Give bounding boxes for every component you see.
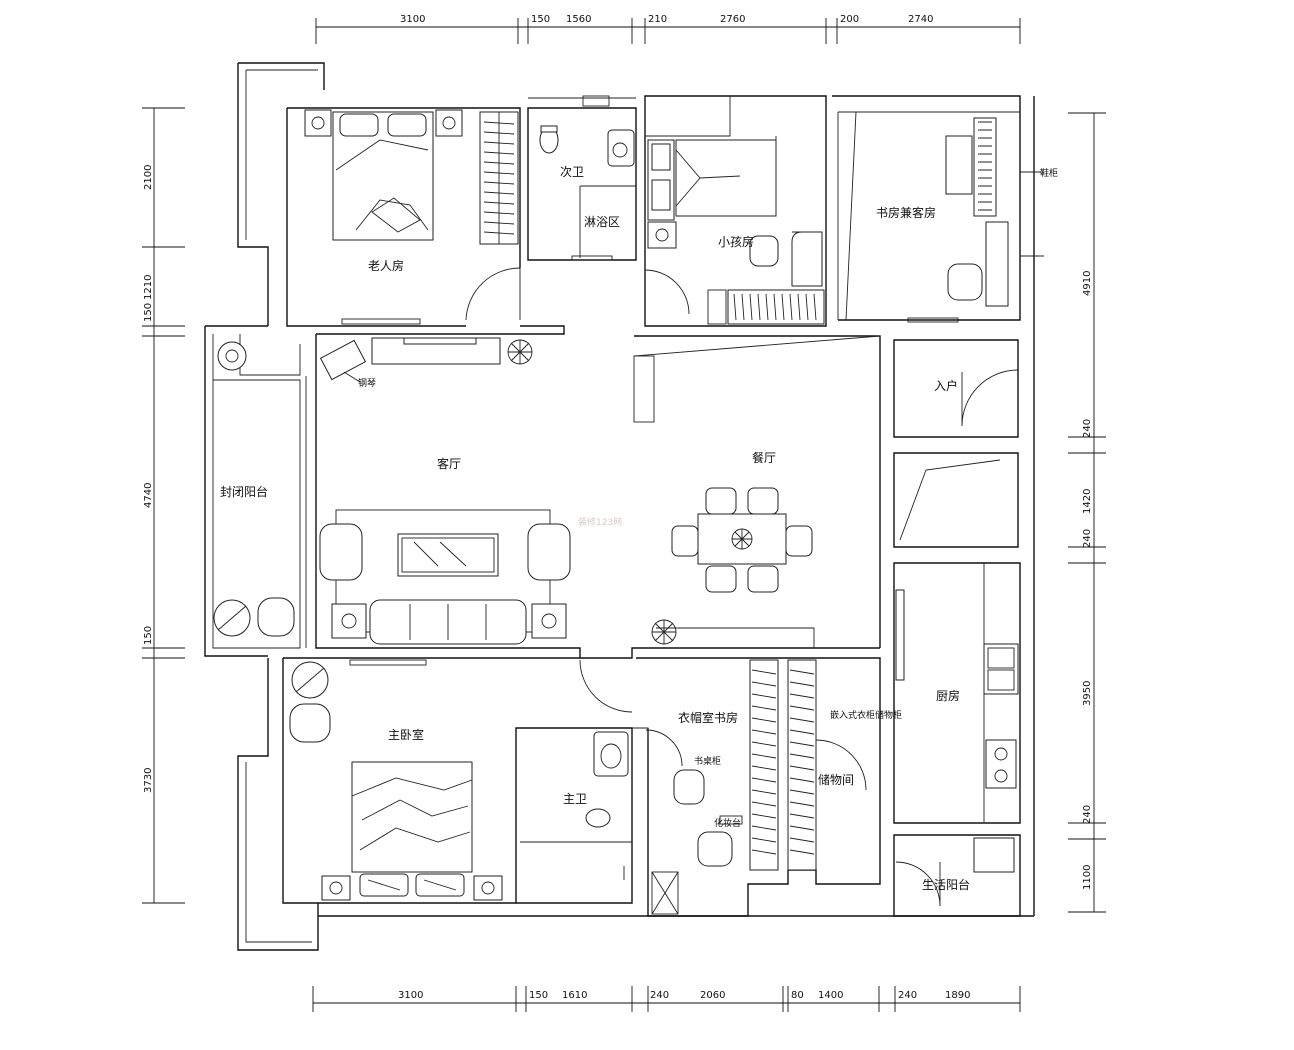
room-label-child: 小孩房 bbox=[718, 234, 754, 249]
living-room-tv-cabinet bbox=[371, 337, 501, 365]
child-room-bed bbox=[675, 139, 777, 217]
cloakroom-wardrobes bbox=[749, 659, 817, 871]
dim-right-4: 240 bbox=[1082, 529, 1093, 548]
annotation-desk: 书桌柜 bbox=[694, 755, 721, 767]
dim-right-2: 240 bbox=[1082, 419, 1093, 438]
room-label-master-bath: 主卫 bbox=[563, 792, 587, 806]
room-label-shower: 淋浴区 bbox=[584, 215, 620, 229]
room-label-guest-bath: 次卫 bbox=[560, 165, 584, 179]
watermark-text: 装修123网 bbox=[578, 516, 622, 528]
dim-top-3: 1560 bbox=[566, 14, 591, 25]
walls bbox=[204, 62, 1035, 951]
dim-right-3: 1420 bbox=[1082, 489, 1093, 514]
master-bath-fixtures bbox=[585, 731, 629, 880]
room-label-kitchen: 厨房 bbox=[936, 688, 960, 703]
dim-left-3: 1210 bbox=[143, 275, 154, 300]
room-label-storage: 储物间 bbox=[818, 772, 854, 787]
doors bbox=[465, 267, 1019, 907]
elder-room-bed bbox=[304, 109, 463, 241]
room-label-living: 客厅 bbox=[437, 456, 461, 471]
dim-left-4: 4740 bbox=[143, 483, 154, 508]
child-room-desk bbox=[749, 231, 823, 287]
annotation-shoe-cabinet: 鞋柜 bbox=[1040, 167, 1058, 179]
dim-bottom-4: 240 bbox=[650, 990, 669, 1001]
living-room-piano bbox=[319, 339, 367, 383]
dim-left-5: 150 bbox=[143, 626, 154, 645]
room-label-enclosed-balcony: 封闭阳台 bbox=[220, 484, 268, 499]
dim-bottom-2: 150 bbox=[529, 990, 548, 1001]
dim-top-5: 2760 bbox=[720, 14, 745, 25]
dim-bottom-9: 1890 bbox=[945, 990, 970, 1001]
living-room-plant bbox=[507, 339, 533, 365]
dim-top-7: 2740 bbox=[908, 14, 933, 25]
room-label-entrance: 入户 bbox=[934, 378, 958, 393]
room-label-cloakroom-study: 衣帽室书房 bbox=[678, 710, 738, 725]
windows bbox=[341, 255, 959, 666]
room-label-master-bedroom: 主卧室 bbox=[388, 727, 424, 742]
dimension-lines bbox=[142, 18, 1106, 1012]
dim-right-6: 240 bbox=[1082, 805, 1093, 824]
living-room-sofa-set bbox=[319, 509, 571, 645]
child-room-cabinet bbox=[647, 139, 677, 249]
elder-room-wardrobe bbox=[479, 111, 519, 245]
kitchen-fixtures bbox=[895, 589, 1019, 873]
annotation-piano: 钢琴 bbox=[358, 377, 376, 389]
room-label-dining: 餐厅 bbox=[752, 450, 776, 465]
dim-top-4: 210 bbox=[648, 14, 667, 25]
study-desk-piano bbox=[945, 117, 1044, 307]
dim-bottom-8: 240 bbox=[898, 990, 917, 1001]
balcony-washer-chairs bbox=[213, 341, 295, 637]
dining-table bbox=[671, 487, 813, 593]
dim-bottom-6: 80 bbox=[791, 990, 804, 1001]
dim-bottom-1: 3100 bbox=[398, 990, 423, 1001]
dim-bottom-7: 1400 bbox=[818, 990, 843, 1001]
master-bedroom-chairs bbox=[289, 661, 331, 743]
dim-top-1: 3100 bbox=[400, 14, 425, 25]
dim-left-6: 3730 bbox=[143, 768, 154, 793]
dim-right-7: 1100 bbox=[1082, 865, 1093, 890]
room-label-study-guest: 书房兼客房 bbox=[876, 205, 936, 220]
room-label-utility-balcony: 生活阳台 bbox=[922, 877, 970, 892]
annotation-makeup: 化妆台 bbox=[714, 817, 741, 829]
room-label-elder: 老人房 bbox=[368, 258, 404, 273]
dim-right-5: 3950 bbox=[1082, 681, 1093, 706]
dining-plant bbox=[651, 619, 677, 645]
annotation-wardrobe: 嵌入式衣柜储物柜 bbox=[830, 709, 902, 721]
dim-left-2: 150 bbox=[143, 303, 154, 322]
cloakroom-desk-chairs bbox=[673, 769, 743, 867]
dim-top-2: 150 bbox=[531, 14, 550, 25]
dim-bottom-5: 2060 bbox=[700, 990, 725, 1001]
master-bedroom-bed bbox=[321, 761, 503, 901]
dim-top-6: 200 bbox=[840, 14, 859, 25]
child-room-wardrobe bbox=[707, 289, 825, 325]
dim-left-1: 2100 bbox=[143, 165, 154, 190]
dim-right-1: 4910 bbox=[1082, 271, 1093, 296]
guest-bath-fixtures bbox=[539, 125, 635, 167]
dim-bottom-3: 1610 bbox=[562, 990, 587, 1001]
